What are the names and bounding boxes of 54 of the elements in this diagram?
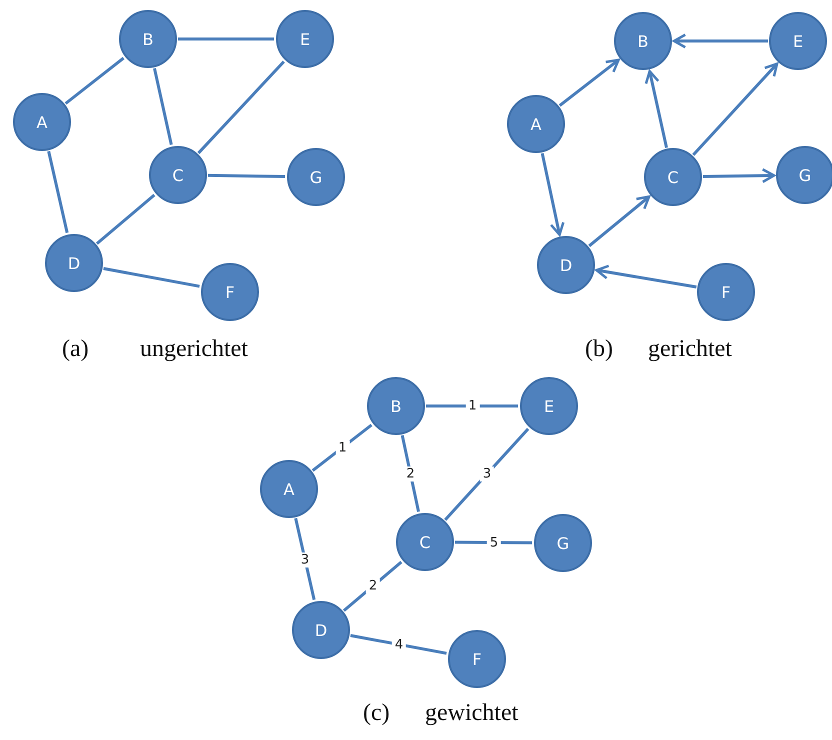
caption-text: (b)	[585, 336, 613, 363]
graph-node: G	[776, 146, 832, 204]
graph-node: D	[292, 601, 350, 659]
arrow	[644, 70, 668, 148]
caption-text: ungerichtet	[140, 336, 248, 363]
connector-line	[444, 428, 530, 521]
graph-node: G	[287, 148, 345, 206]
arrow	[672, 34, 768, 48]
connector-line	[103, 267, 200, 288]
graph-node: E	[276, 10, 334, 68]
graph-node: B	[119, 10, 177, 68]
arrow	[540, 153, 565, 236]
edge-label: 3	[480, 466, 494, 482]
graph-node: B	[614, 12, 672, 70]
arrow	[692, 62, 778, 156]
graph-node: F	[448, 630, 506, 688]
connector-line	[294, 518, 316, 600]
graph-node: B	[367, 377, 425, 435]
connector-line	[426, 404, 518, 408]
connector-line	[197, 60, 285, 154]
graph-node: A	[507, 95, 565, 153]
arrow	[595, 264, 697, 288]
arrow	[702, 168, 776, 184]
connector-line	[208, 174, 286, 178]
edge-label: 5	[486, 535, 502, 550]
caption-text: gerichtet	[648, 336, 732, 363]
caption-text: (c)	[363, 700, 390, 727]
graph-node: D	[45, 234, 103, 292]
graph-node: F	[201, 263, 259, 321]
graph-node: A	[13, 93, 71, 151]
connector-line	[400, 435, 420, 512]
connector-line	[47, 150, 69, 234]
caption-text: (a)	[62, 336, 89, 363]
graph-node: C	[644, 148, 702, 206]
graph-node: E	[520, 377, 578, 435]
connector-line	[454, 540, 532, 544]
connector-line	[312, 424, 372, 472]
connector-line	[153, 68, 173, 146]
arrow	[588, 195, 650, 248]
caption-text: gewichtet	[425, 700, 518, 727]
connector-line	[178, 38, 274, 40]
graph-node: E	[769, 12, 827, 70]
graph-node: D	[537, 236, 595, 294]
edge-label: 2	[366, 578, 380, 594]
connector-line	[96, 194, 156, 245]
edge-label: 1	[335, 440, 350, 455]
graph-node: A	[260, 460, 318, 518]
arrow	[558, 58, 620, 107]
graph-node: C	[396, 513, 454, 571]
connector-line	[350, 634, 447, 655]
graph-node: C	[149, 146, 207, 204]
graph-node: F	[697, 263, 755, 321]
graph-node: G	[534, 514, 592, 572]
connector-line	[64, 56, 125, 105]
